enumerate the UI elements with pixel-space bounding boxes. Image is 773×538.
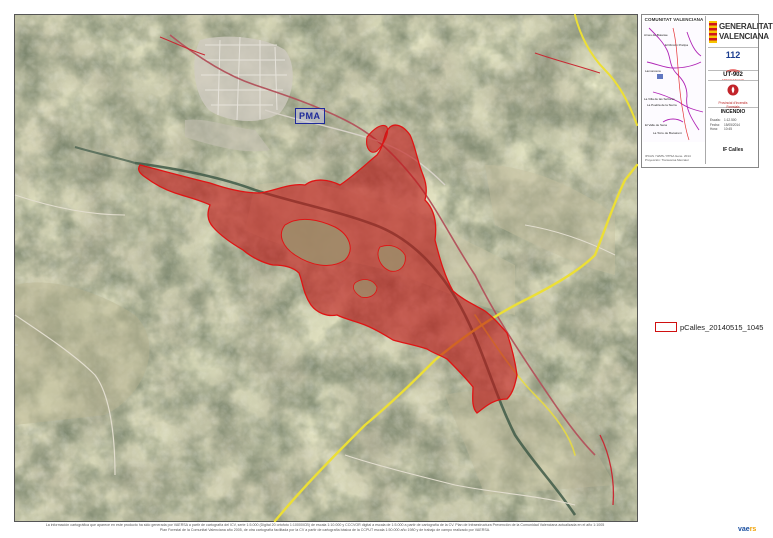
info-column: GENERALITAT VALENCIANA 112 EMERGENCIAS U… xyxy=(706,15,773,165)
emergency-number: 112 xyxy=(725,50,741,60)
locator-place: El Valle de Sena xyxy=(645,123,667,127)
cartography-credit: La información cartográfica que aparece … xyxy=(14,523,636,533)
locator-map-svg: Arnes de Boianse El Rincón Prelipa Lamon… xyxy=(643,22,705,142)
locator-place: La Torre de Bocairent xyxy=(653,131,682,135)
satellite-map[interactable] xyxy=(14,14,639,523)
burned-area-polygon xyxy=(138,124,518,414)
locator-map: COMUNITAT VALENCIANA Arnes de Boianse El… xyxy=(643,16,706,164)
fire-perimeter[interactable] xyxy=(138,124,518,414)
legend-label: pCalles_20140515_1045 xyxy=(680,322,764,332)
locator-footer-line: Proyección: Transversa Mercator xyxy=(645,158,690,162)
vaersa-logo: vaers xyxy=(738,526,757,533)
locator-footer-line: IPCAS / WMS / PPSA Gene. 2014 xyxy=(645,154,691,158)
locator-place: Arnes de Boianse xyxy=(644,33,668,37)
gva-line: GENERALITAT xyxy=(719,22,773,31)
map-info-panel: COMUNITAT VALENCIANA Arnes de Boianse El… xyxy=(641,14,773,168)
event-type: INCENDIO xyxy=(720,109,746,115)
unburned-island xyxy=(377,244,406,272)
generalitat-wordmark: GENERALITAT VALENCIANA xyxy=(719,22,773,42)
meta-row: Fecha:15/05/2014 xyxy=(710,122,740,127)
locator-place: Lamoncena xyxy=(645,69,661,73)
provincial-sub-line: Forestals xyxy=(726,105,740,109)
provincial-sub-line: Provincial d'Incendis xyxy=(718,101,748,105)
locator-title: COMUNITAT VALENCIANA xyxy=(644,17,704,22)
map-legend: pCalles_20140515_1045 xyxy=(655,322,763,332)
fire-service-badge-icon xyxy=(727,84,739,96)
pma-marker[interactable]: PMA xyxy=(295,108,325,124)
meta-row: Escala:1:12.500 xyxy=(710,118,737,122)
credit-line: Plan Forestal de la Comunitat Valenciana… xyxy=(159,528,491,532)
grid-ticks xyxy=(15,15,456,346)
locator-place: El Rincón Prelipa xyxy=(665,43,688,47)
locator-place: La Villa de las Señoras xyxy=(644,97,675,101)
town-area xyxy=(185,36,293,152)
burned-area-spur xyxy=(366,124,389,153)
local-red-roads xyxy=(159,36,615,506)
generalitat-logo: GENERALITAT VALENCIANA xyxy=(708,17,773,48)
signal-waves-icon xyxy=(725,69,741,73)
locator-footer: IPCAS / WMS / PPSA Gene. 2014 Proyección… xyxy=(645,154,703,162)
locator-place: La Puebla de la Sierra xyxy=(647,103,677,107)
emergency-112-logo: 112 EMERGENCIAS xyxy=(708,48,758,82)
layer-tag: IF Calles xyxy=(722,147,744,153)
legend-swatch xyxy=(655,322,677,332)
credit-line: La información cartográfica que aparece … xyxy=(45,523,605,527)
ut-code: UT-902 xyxy=(708,72,758,81)
gva-line: VALENCIANA xyxy=(719,32,769,41)
map-canvas[interactable] xyxy=(14,14,639,523)
unburned-island xyxy=(280,218,351,266)
unburned-island xyxy=(353,279,378,298)
map-metadata: Escala:1:12.500 Fecha:15/05/2014 Hora:10… xyxy=(710,118,758,132)
provincial-fire-logo: Provincial d'Incendis Forestals xyxy=(708,83,758,109)
senyera-icon xyxy=(709,21,717,43)
meta-row: Hora:10:45 xyxy=(710,127,732,132)
